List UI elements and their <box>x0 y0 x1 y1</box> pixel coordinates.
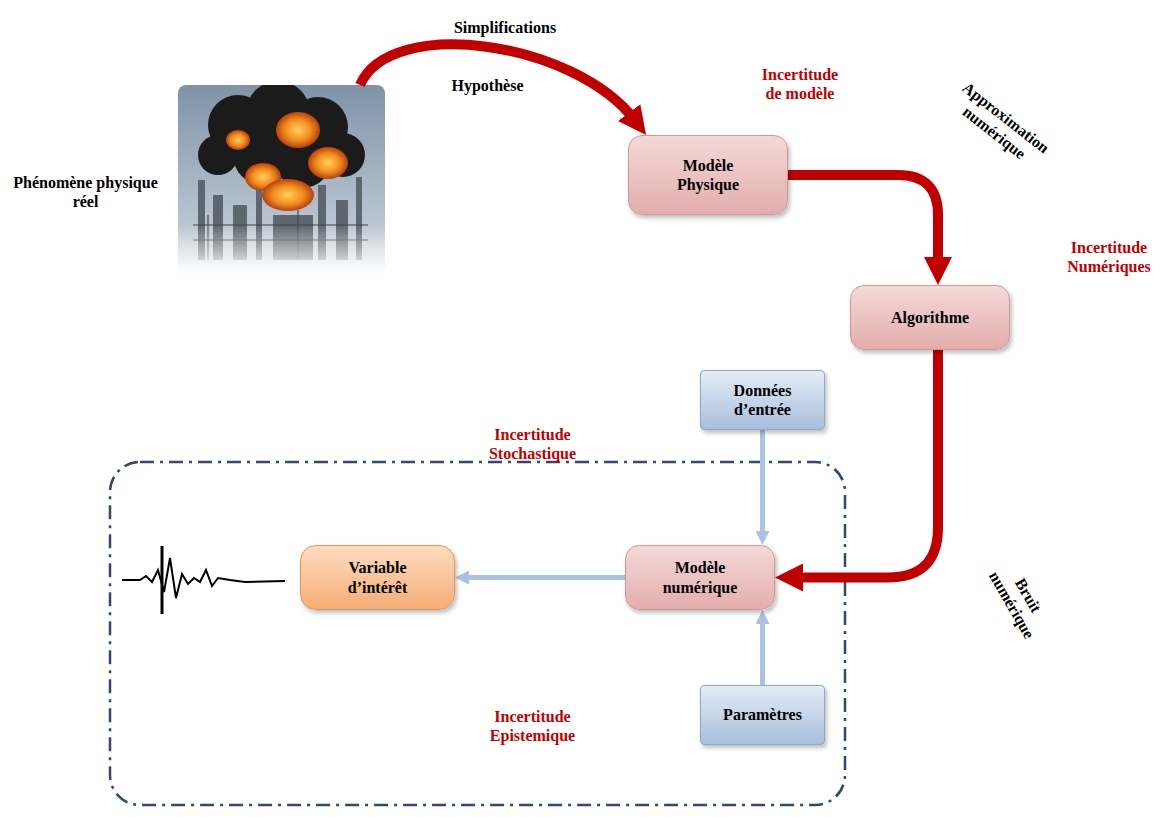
step-label: Hypothèse <box>440 76 535 95</box>
uncertainty-label: Incertitude Numériques <box>1058 238 1160 276</box>
parameter-box: Paramètres <box>700 685 825 745</box>
process-box: Modèle Physique <box>628 135 788 215</box>
node-text: Modèle numérique <box>656 558 744 596</box>
step-label: Simplifications <box>440 18 570 37</box>
input-arrow <box>465 575 625 580</box>
photo-node: Phénomène physique réel <box>178 85 385 275</box>
node-text: Modèle Physique <box>659 156 757 194</box>
node-text: Paramètres <box>723 705 802 724</box>
input-arrow <box>760 620 765 685</box>
process-box: Algorithme <box>850 285 1010 350</box>
node-text: Algorithme <box>891 308 969 327</box>
input-box: Données d’entrée <box>700 370 825 430</box>
output-box: Variable d’intérêt <box>300 545 455 610</box>
signal-waveform <box>120 540 290 620</box>
photo-caption: Phénomène physique réel <box>8 173 163 211</box>
uncertainty-label: Incertitude Stochastique <box>480 425 585 463</box>
refinery-fire-photo <box>178 85 385 275</box>
uncertainty-label: Incertitude Epistemique <box>480 707 585 745</box>
node-text: Données d’entrée <box>711 381 814 419</box>
node-text: Variable d’intérêt <box>331 558 424 596</box>
flow-arrow <box>360 44 635 120</box>
flow-arrow <box>788 175 938 267</box>
process-box: Modèle numérique <box>625 545 775 610</box>
input-arrow <box>760 430 765 535</box>
uncertainty-label: Incertitude de modèle <box>754 65 846 103</box>
edge-label: Bruit numérique <box>981 552 1058 647</box>
edge-label: Approximation numérique <box>937 70 1063 180</box>
